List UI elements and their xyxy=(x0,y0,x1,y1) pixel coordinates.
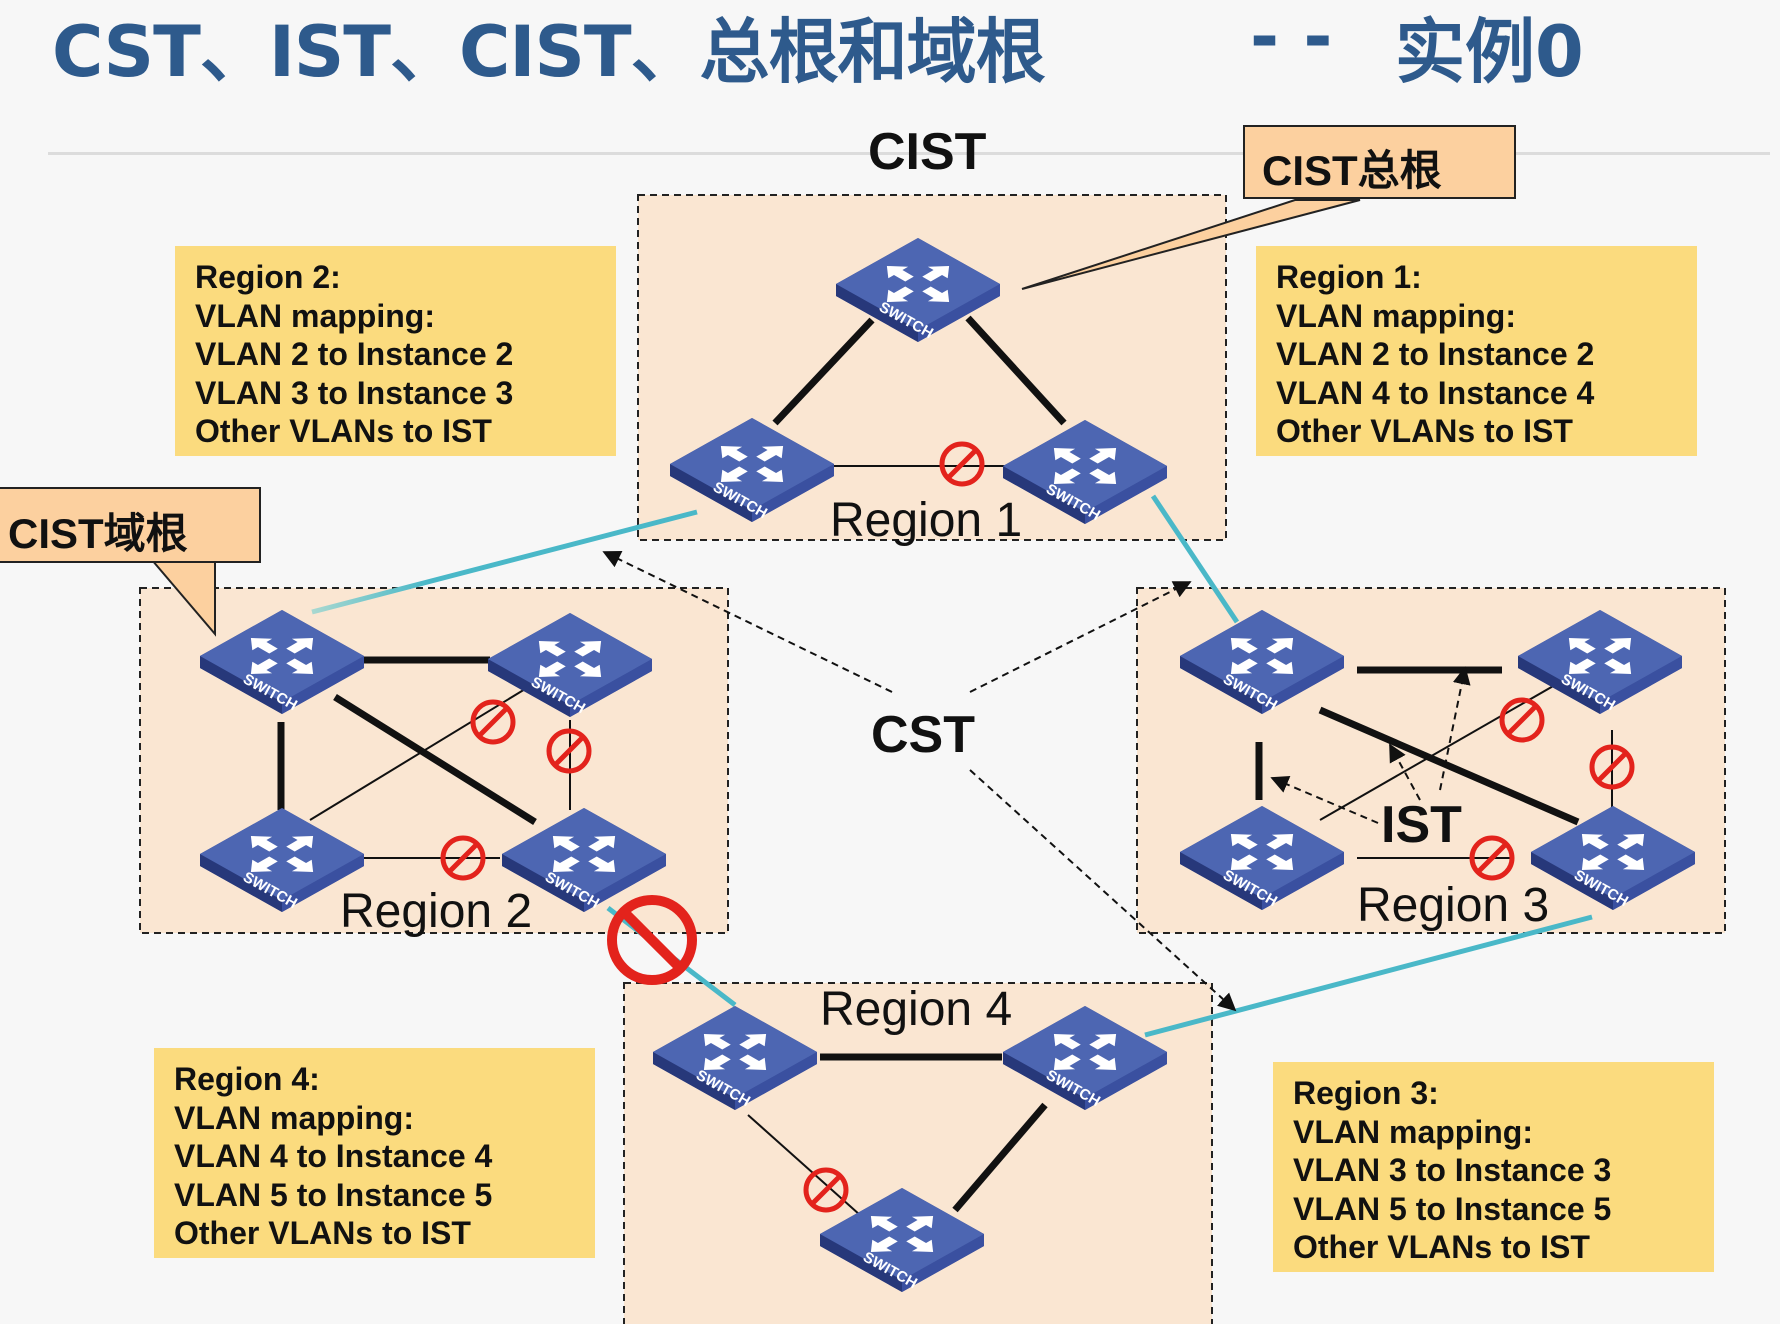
info-line: VLAN 5 to Instance 5 xyxy=(174,1176,493,1213)
cst-link-r1-r2 xyxy=(311,509,698,615)
cist-region-root-callout: CIST域根 xyxy=(0,487,261,563)
info-line: VLAN mapping: xyxy=(195,297,435,334)
info-line: VLAN 2 to Instance 2 xyxy=(1276,336,1595,372)
info-line: Region 1: xyxy=(1276,259,1422,295)
title-dash: - - xyxy=(1250,0,1333,78)
r1-link-top-left xyxy=(772,317,875,426)
region4-info-box: Region 4: VLAN mapping: VLAN 4 to Instan… xyxy=(154,1048,595,1258)
cist-region-root-label: CIST域根 xyxy=(8,510,188,557)
info-line: VLAN 4 to Instance 4 xyxy=(174,1138,493,1174)
info-line: VLAN 4 to Instance 4 xyxy=(1276,374,1595,411)
info-line: VLAN mapping: xyxy=(1276,297,1516,334)
info-line: Other VLANs to IST xyxy=(1276,413,1573,449)
ist-arrow-up-left xyxy=(1389,743,1421,801)
region4-label: Region 4 xyxy=(820,983,1013,1036)
cst-label: CST xyxy=(871,706,975,764)
cst-link-r3-r4 xyxy=(1144,914,1593,1038)
ist-label: IST xyxy=(1381,796,1462,854)
region2-info-box: Region 2: VLAN mapping: VLAN 2 to Instan… xyxy=(175,246,616,456)
region3-info-box: Region 3: VLAN mapping: VLAN 3 to Instan… xyxy=(1273,1062,1714,1272)
cist-label: CIST xyxy=(868,123,987,181)
info-line: VLAN mapping: xyxy=(174,1099,414,1136)
ist-arrow-up-right xyxy=(1439,666,1471,791)
info-line: VLAN mapping: xyxy=(1293,1113,1533,1150)
region3-label: Region 3 xyxy=(1357,879,1550,932)
info-line: Region 4: xyxy=(174,1061,320,1097)
cst-link-r1-r3 xyxy=(1150,494,1240,624)
slide-title: CST、IST、CIST、总根和域根 xyxy=(52,11,1046,93)
info-line: VLAN 5 to Instance 5 xyxy=(1293,1190,1612,1227)
blocked-link-large-icon xyxy=(607,895,697,985)
r4-link-right xyxy=(952,1102,1048,1213)
r3-link-diag-thick xyxy=(1318,706,1580,826)
r4-link-left xyxy=(747,1114,861,1216)
info-line: Region 2: xyxy=(195,259,341,295)
region2-label: Region 2 xyxy=(340,885,533,938)
r2-link-diag-thick xyxy=(333,694,537,825)
info-line: VLAN 3 to Instance 3 xyxy=(1293,1152,1612,1188)
region1-label: Region 1 xyxy=(830,494,1023,547)
r1-link-top-right xyxy=(965,315,1067,426)
title-instance0: 实例0 xyxy=(1395,11,1584,93)
info-line: Other VLANs to IST xyxy=(174,1215,471,1251)
title-divider xyxy=(48,152,1770,155)
cist-root-pointer xyxy=(1021,199,1361,290)
info-line: Other VLANs to IST xyxy=(1293,1229,1590,1265)
cist-root-callout: CIST总根 xyxy=(1243,125,1516,199)
r3-link-diag-thin xyxy=(1319,684,1556,821)
info-line: VLAN 3 to Instance 3 xyxy=(195,374,514,411)
info-line: Region 3: xyxy=(1293,1075,1439,1111)
cst-arrow-to-r3 xyxy=(969,581,1192,693)
cst-arrow-to-r1 xyxy=(602,550,893,693)
region1-info-box: Region 1: VLAN mapping: VLAN 2 to Instan… xyxy=(1256,246,1697,456)
cist-root-label: CIST总根 xyxy=(1262,147,1442,194)
info-line: VLAN 2 to Instance 2 xyxy=(195,336,514,372)
info-line: Other VLANs to IST xyxy=(195,413,492,449)
